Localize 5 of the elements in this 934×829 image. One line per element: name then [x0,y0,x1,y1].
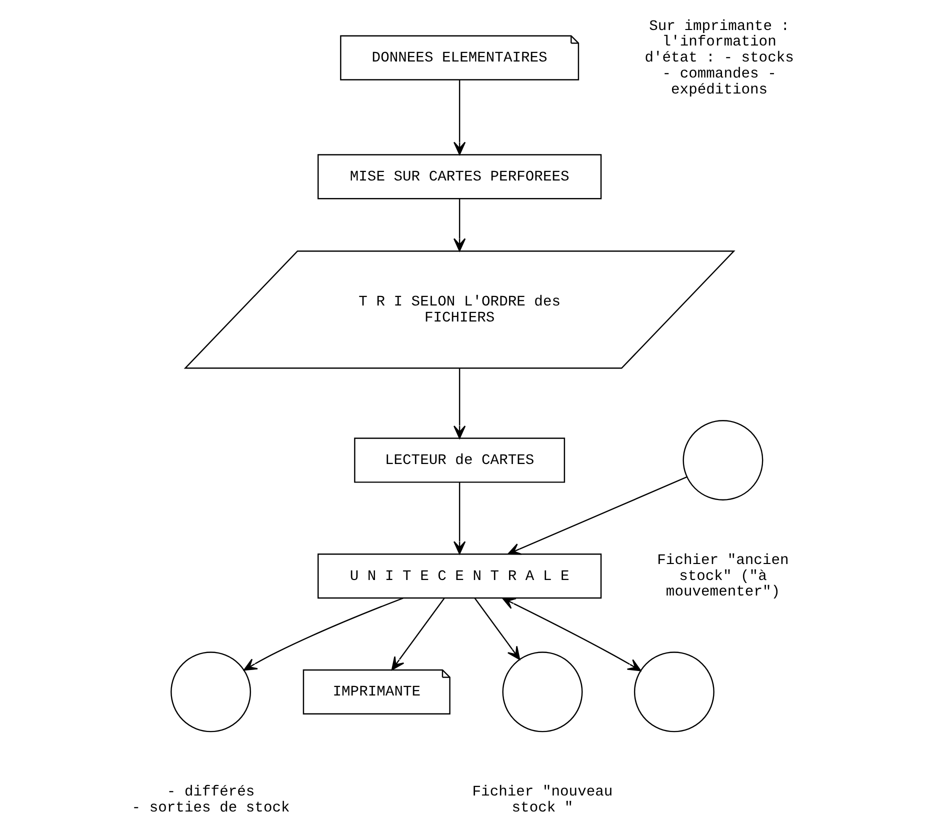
node-label: Fichier "ancien stock" ("à mouvementer") [656,553,788,601]
node-label: - sorties de stock [131,800,290,817]
node-label: Fichier "nouveau stock " [472,784,612,817]
label: Sur imprimante : l'information d'état : - stocks - commandes - expéditions [644,18,794,98]
node-label: - différés [166,784,254,801]
